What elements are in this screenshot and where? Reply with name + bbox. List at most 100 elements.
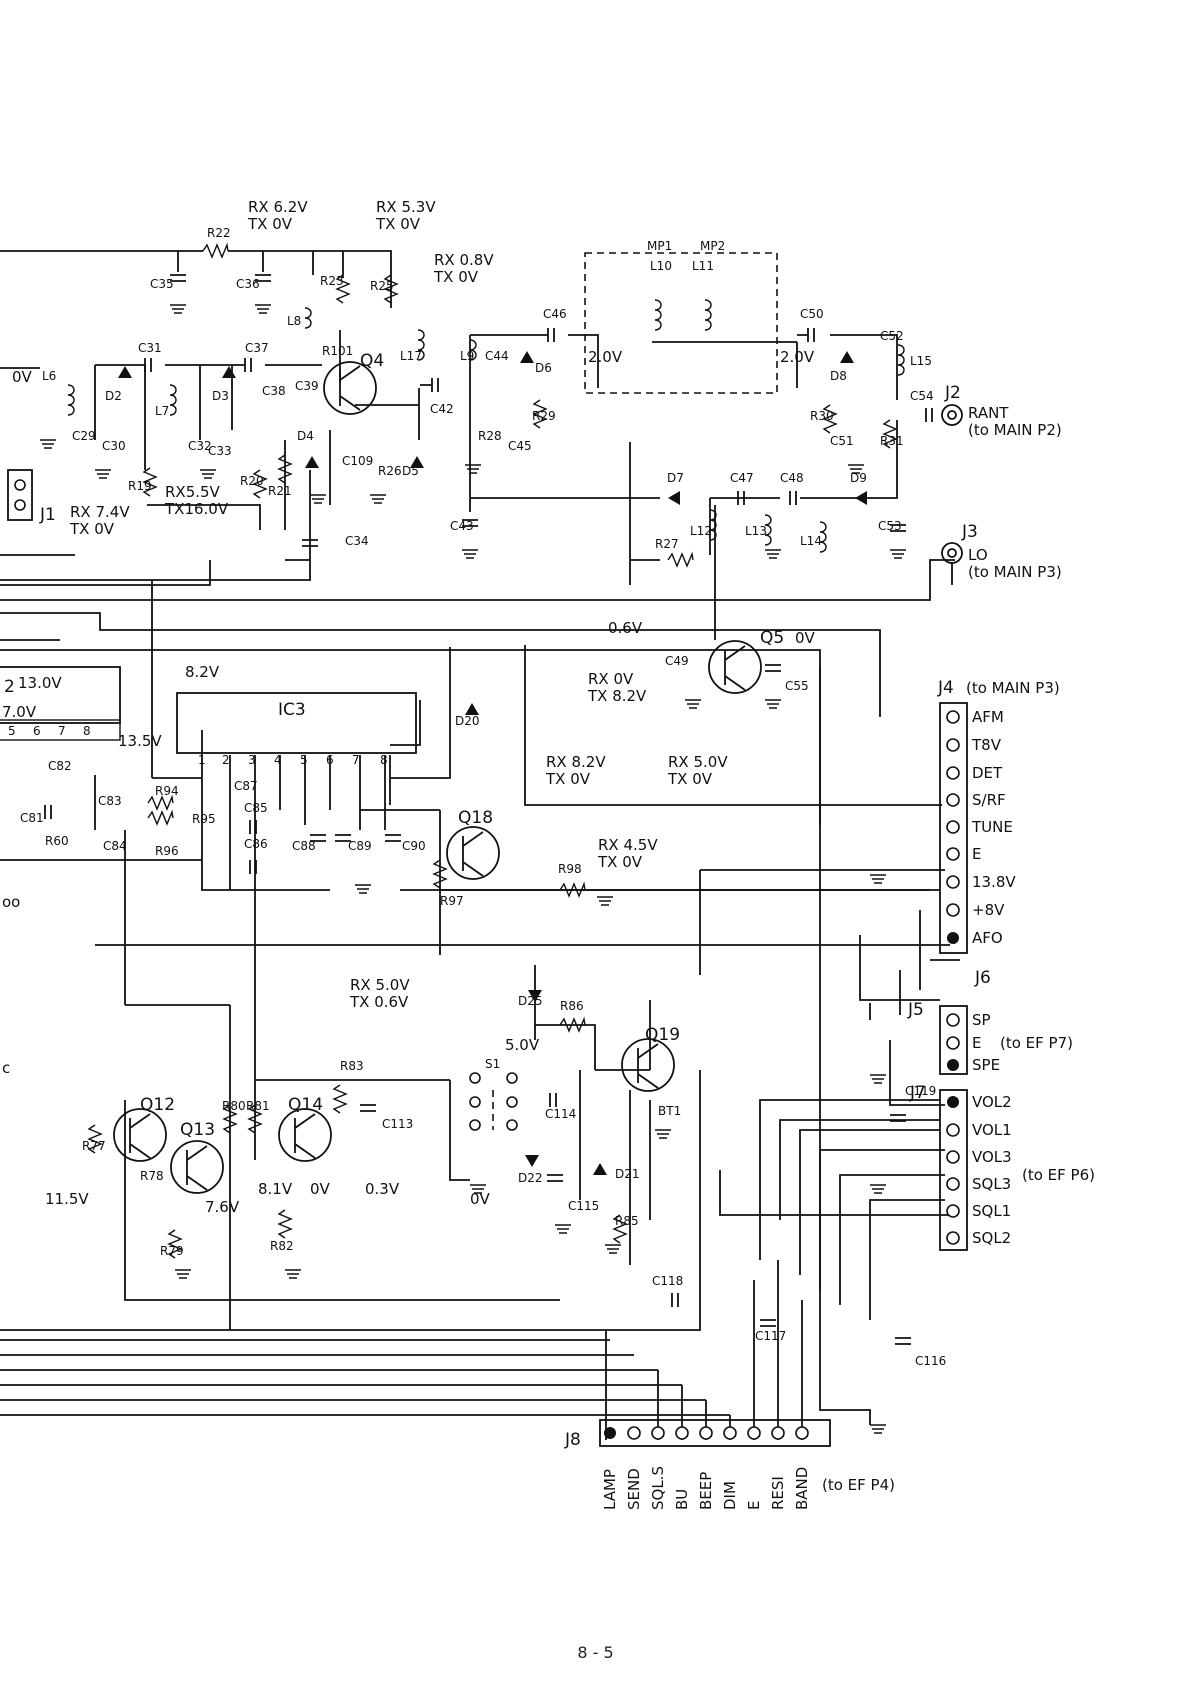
label-c55: C55 [785, 679, 809, 693]
v-q14-emitter: 0V [310, 1180, 331, 1198]
j4-pins [946, 710, 960, 944]
label-c44: C44 [485, 349, 509, 363]
label-s1: S1 [485, 1057, 500, 1071]
svg-text:LO: LO [968, 546, 988, 564]
v-q18-tx: TX 0.6V [349, 993, 409, 1011]
label-c82: C82 [48, 759, 72, 773]
label-r22: R22 [207, 226, 231, 240]
label-c35: C35 [150, 277, 174, 291]
label-l11: L11 [692, 259, 714, 273]
label-c116: C116 [915, 1354, 946, 1368]
svg-text:SQL2: SQL2 [972, 1229, 1011, 1247]
v-ic3-out-tx: TX 8.2V [587, 687, 647, 705]
label-c115: C115 [568, 1199, 599, 1213]
label-d9: D9 [850, 471, 867, 485]
label-r96: R96 [155, 844, 179, 858]
label-c88: C88 [292, 839, 316, 853]
label-r23: R23 [320, 274, 344, 288]
label-r82: R82 [270, 1239, 294, 1253]
svg-text:(to EF P4): (to EF P4) [822, 1476, 895, 1494]
label-d2: D2 [105, 389, 122, 403]
svg-text:E: E [972, 1034, 981, 1052]
svg-text:8: 8 [380, 753, 388, 767]
svg-text:+8V: +8V [972, 901, 1005, 919]
svg-text:BAND: BAND [793, 1467, 811, 1510]
svg-text:5: 5 [300, 753, 308, 767]
label-r83: R83 [340, 1059, 364, 1073]
label-d8: D8 [830, 369, 847, 383]
label-c90: C90 [402, 839, 426, 853]
v-82: 8.2V [185, 663, 220, 681]
label-q13: Q13 [180, 1120, 215, 1140]
label-c50: C50 [800, 307, 824, 321]
ground-symbols [40, 304, 906, 1434]
label-r78: R78 [140, 1169, 164, 1183]
label-d21: D21 [615, 1167, 640, 1181]
transistor-q14 [278, 1108, 332, 1162]
v-r20-rx: RX5.5V [165, 483, 221, 501]
v-r30: 2.0V [780, 348, 815, 366]
svg-text:RANT: RANT [968, 404, 1009, 422]
svg-text:4: 4 [274, 753, 282, 767]
svg-text:DIM: DIM [721, 1481, 739, 1510]
svg-text:S/RF: S/RF [972, 791, 1006, 809]
label-mp1: MP1 [647, 239, 672, 253]
label-r21: R21 [268, 484, 292, 498]
label-r30: R30 [810, 409, 834, 423]
label-d6: D6 [535, 361, 552, 375]
diode-group [118, 351, 867, 1175]
label-c48: C48 [780, 471, 804, 485]
label-l8: L8 [287, 314, 301, 328]
label-ic2-partial: 2 [4, 677, 15, 697]
label-c109: C109 [342, 454, 373, 468]
svg-text:VOL2: VOL2 [972, 1093, 1012, 1111]
v-ic2-b: 7.0V [2, 703, 37, 721]
label-c36: C36 [236, 277, 260, 291]
label-r97: R97 [440, 894, 464, 908]
j5-connector-body [939, 1005, 968, 1075]
ic3-pin-numbers: 1 2 3 4 5 6 7 8 [198, 753, 388, 767]
connector-j5-labels: J5 SP E (to EF P7) SPE [907, 1000, 1073, 1074]
j1-connector-body [7, 469, 33, 521]
label-r80: R80 [222, 1099, 246, 1113]
svg-text:LAMP: LAMP [601, 1469, 619, 1510]
transistor-q5 [708, 640, 762, 694]
label-r98: R98 [558, 862, 582, 876]
svg-text:J5: J5 [907, 1000, 924, 1020]
label-c49: C49 [665, 654, 689, 668]
voltage-annotations: RX 6.2V TX 0V RX 5.3V TX 0V RX 0.8V TX 0… [2, 198, 816, 1216]
v-q19: 5.0V [505, 1036, 540, 1054]
label-c87: C87 [234, 779, 258, 793]
component-labels: R22 C35 C36 R23 L8 R101 R25 L17 C109 R26… [20, 226, 946, 1368]
label-j1: J1 [39, 505, 56, 525]
v-l6: 0V [12, 368, 33, 386]
label-q18: Q18 [458, 808, 493, 828]
v-r22-rx: RX 6.2V [248, 198, 308, 216]
label-c47: C47 [730, 471, 754, 485]
label-l9: L9 [460, 349, 474, 363]
label-r86: R86 [560, 999, 584, 1013]
label-c51: C51 [830, 434, 854, 448]
label-r95: R95 [192, 812, 216, 826]
connector-j4-labels: J4 (to MAIN P3) AFM T8V DET S/RF TUNE E … [937, 678, 1060, 947]
label-q14: Q14 [288, 1095, 323, 1115]
label-d20: D20 [455, 714, 480, 728]
label-r101: R101 [322, 344, 353, 358]
label-l10: L10 [650, 259, 672, 273]
ic2-pin-numbers: 5 6 7 8 [8, 724, 91, 738]
svg-text:3: 3 [248, 753, 256, 767]
v-q5-base: 0.6V [608, 619, 643, 637]
transistor-q13 [170, 1140, 224, 1194]
j1-pin [14, 499, 26, 511]
v-det-tx: TX 0V [545, 770, 591, 788]
svg-text:BEEP: BEEP [697, 1472, 715, 1510]
j3-coax-jack [941, 542, 963, 585]
label-c38: C38 [262, 384, 286, 398]
j7-connector-body [939, 1089, 968, 1251]
svg-text:J4: J4 [937, 678, 954, 698]
v-srf-rx: RX 5.0V [668, 753, 728, 771]
shield-box [584, 252, 778, 394]
v-d22: 0V [470, 1190, 491, 1208]
transistor-q12 [113, 1108, 167, 1162]
label-ic3: IC3 [278, 700, 306, 720]
